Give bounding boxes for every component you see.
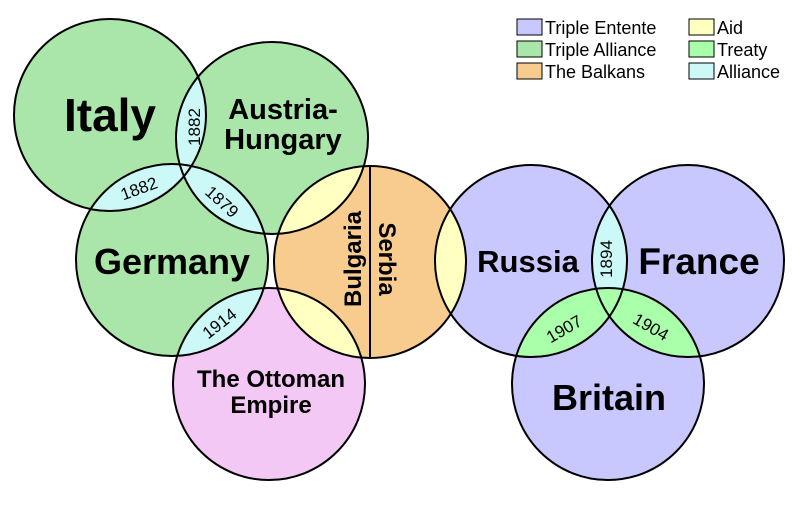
lens-russia-britain [512, 288, 627, 357]
russia-label: Russia [477, 244, 579, 279]
legend-label-treaty: Treaty [717, 40, 767, 60]
austria-hungary-label-line2: Hungary [224, 124, 342, 156]
lens-balkans-ottoman [274, 288, 365, 358]
ottoman-label-line2: Empire [230, 392, 311, 419]
legend-swatch-triple-alliance [516, 40, 543, 58]
ottoman-label-line1: The Ottoman [197, 366, 345, 393]
legend-swatch-treaty [688, 40, 715, 58]
lens-germany-austria [176, 164, 268, 234]
lens-germany-ottoman [173, 288, 268, 356]
italy-label: Italy [64, 89, 156, 141]
legend-label-balkans: The Balkans [545, 62, 645, 82]
legend-label-alliance: Alliance [717, 62, 780, 82]
legend-label-triple-entente: Triple Entente [545, 18, 656, 38]
legend: Triple Entente Triple Alliance The Balka… [516, 18, 780, 82]
lens-balkans-austria [274, 166, 368, 234]
lens-france-britain [592, 288, 704, 357]
italy-circle [14, 19, 206, 211]
legend-swatch-balkans [516, 62, 543, 80]
legend-swatch-alliance [688, 62, 715, 80]
year-italy-austria: 1882 [185, 108, 204, 146]
year-russia-france: 1894 [597, 240, 616, 278]
serbia-label: Serbia [373, 222, 400, 296]
legend-swatch-aid [688, 18, 715, 36]
legend-label-aid: Aid [717, 18, 743, 38]
legend-swatch-triple-entente [516, 18, 543, 36]
germany-label: Germany [94, 241, 250, 282]
britain-label: Britain [552, 377, 666, 418]
bulgaria-label: Bulgaria [340, 210, 367, 307]
legend-label-triple-alliance: Triple Alliance [545, 40, 656, 60]
austria-hungary-label-line1: Austria- [228, 94, 338, 126]
france-label: France [638, 241, 759, 282]
